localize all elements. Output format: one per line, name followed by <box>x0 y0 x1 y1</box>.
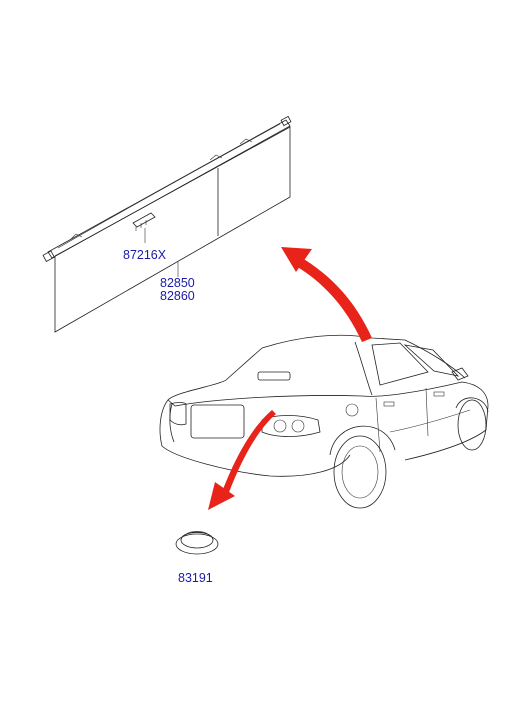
part-label-87216x: 87216X <box>123 248 167 262</box>
callout-arrows <box>208 247 372 510</box>
arrow-to-molding <box>296 258 372 342</box>
part-labels: 87216X 82850 82860 83191 <box>123 248 213 585</box>
arrow-head-plug <box>208 482 235 510</box>
part-label-83191: 83191 <box>178 571 213 585</box>
molding-assembly <box>42 115 292 333</box>
plug-part <box>175 530 219 555</box>
arrow-to-plug <box>222 410 276 495</box>
arrow-head-molding <box>281 247 312 272</box>
part-label-82850: 82850 <box>160 276 195 290</box>
car-illustration <box>159 334 489 509</box>
part-label-82860: 82860 <box>160 289 195 303</box>
